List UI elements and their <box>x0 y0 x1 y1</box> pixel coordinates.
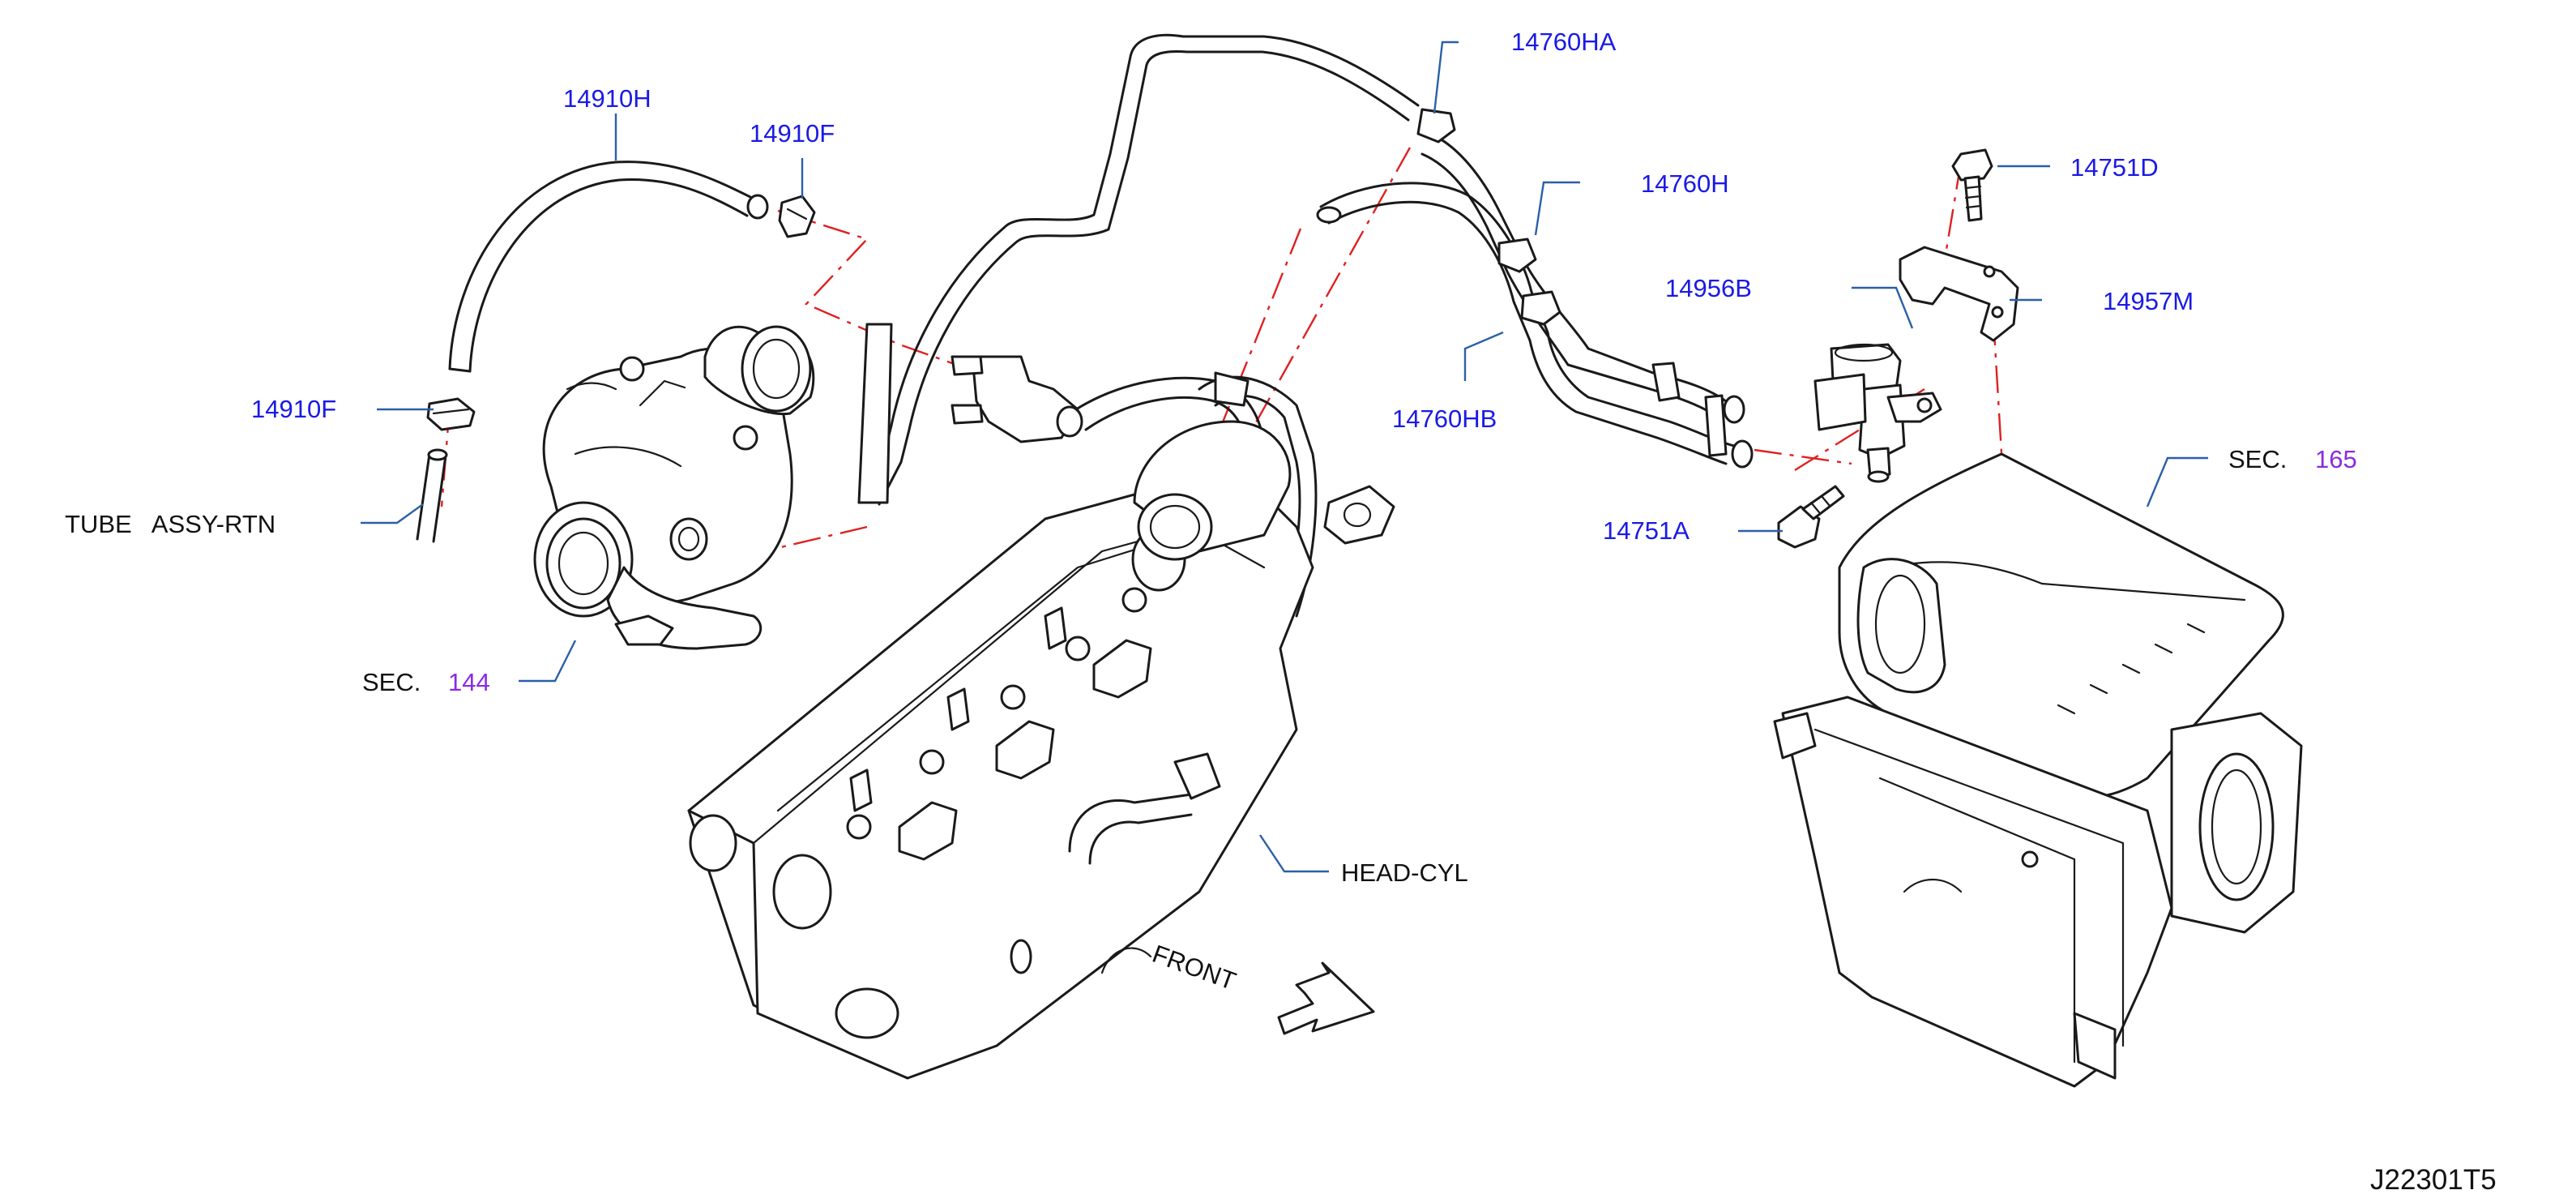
part-label-14760hb: 14760HB <box>1392 405 1497 433</box>
tube-assy-rtn <box>416 448 448 543</box>
bracket-14957m <box>1899 246 2019 342</box>
figure-code: J22301T5 <box>2370 1164 2497 1196</box>
air-cleaner <box>1773 452 2303 1088</box>
valve-14956b <box>1813 343 1942 483</box>
sec-165-prefix: SEC. <box>2228 445 2287 473</box>
bolt-14751a <box>1777 485 1845 549</box>
part-label-14910f-top: 14910F <box>750 119 835 148</box>
clip-14910f-left <box>426 397 476 431</box>
tubes-14760 <box>857 33 1754 646</box>
sec-144-number: 144 <box>448 668 490 696</box>
part-label-14751d: 14751D <box>2070 153 2159 182</box>
part-label-14760ha: 14760HA <box>1511 28 1617 56</box>
turbocharger <box>533 325 815 650</box>
tube-assy-rtn-label: TUBE ASSY-RTN <box>65 510 276 538</box>
leader-lines <box>361 41 2208 873</box>
sec-144-prefix: SEC. <box>362 668 421 696</box>
hose-14910h <box>448 161 769 373</box>
bolt-14751d <box>1951 148 1993 222</box>
part-label-14957m: 14957M <box>2103 287 2194 315</box>
part-label-14751a: 14751A <box>1603 516 1690 545</box>
part-label-14910h: 14910H <box>563 84 651 113</box>
head-cyl-label: HEAD-CYL <box>1341 858 1468 887</box>
front-arrow <box>1277 961 1375 1035</box>
part-label-14760h: 14760H <box>1641 169 1729 198</box>
cylinder-head <box>687 469 1395 1080</box>
labels: 14910H 14910F 14910F 14760HA 14760H 1476… <box>65 28 2497 1196</box>
part-label-14956b: 14956B <box>1665 274 1752 302</box>
part-label-14910f-left: 14910F <box>251 395 336 423</box>
intake-elbow <box>951 355 1292 561</box>
clip-14910f-top <box>778 195 816 238</box>
sec-165-number: 165 <box>2315 445 2357 473</box>
front-label: FRONT <box>1149 940 1240 995</box>
